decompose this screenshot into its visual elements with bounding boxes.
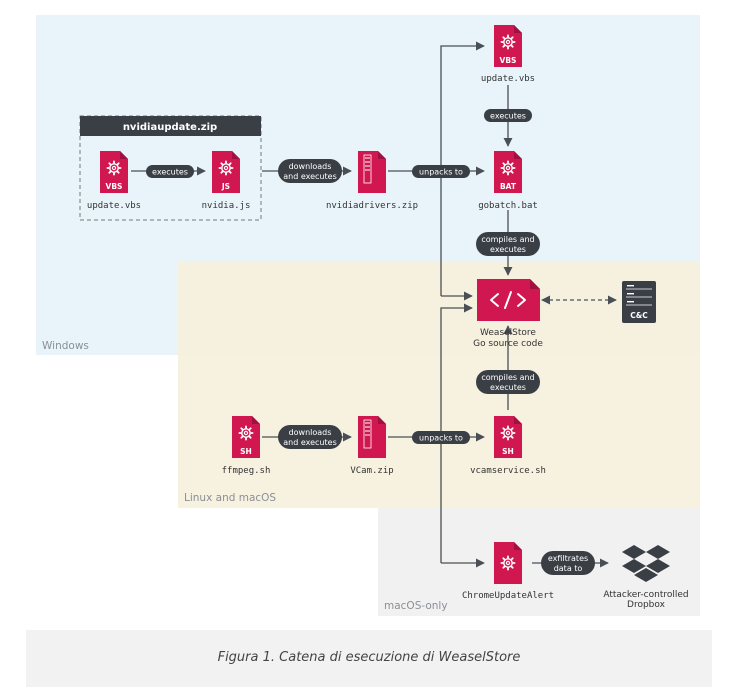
pill-downloads-win: downloads and executes bbox=[278, 159, 342, 183]
label-weaselstore-1: WeaselStore bbox=[480, 328, 536, 338]
pill-downloads-lin: downloads and executes bbox=[278, 425, 342, 449]
cc-server: C&C bbox=[622, 281, 656, 323]
svg-text:downloads: downloads bbox=[289, 162, 332, 171]
label-update-vbs-top: update.vbs bbox=[481, 74, 535, 84]
pill-compiles-win: compiles and executes bbox=[476, 232, 540, 256]
file-chromeupdatealert bbox=[494, 542, 522, 584]
svg-text:exfiltrates: exfiltrates bbox=[548, 554, 588, 563]
file-update-vbs-top: VBS bbox=[494, 25, 522, 67]
file-gobatch-bat: BAT bbox=[494, 151, 522, 193]
svg-text:data to: data to bbox=[554, 564, 583, 573]
pill-unpacks-win: unpacks to bbox=[412, 165, 470, 178]
file-vcam-zip bbox=[358, 416, 386, 458]
server-icon bbox=[626, 288, 652, 306]
svg-text:C&C: C&C bbox=[630, 311, 648, 320]
svg-text:VBS: VBS bbox=[106, 182, 123, 191]
svg-text:executes: executes bbox=[490, 383, 526, 392]
file-nvidia-js: JS bbox=[212, 151, 240, 193]
pill-executes-top: executes bbox=[484, 109, 532, 122]
dropbox-icon bbox=[622, 545, 670, 582]
caption-box: Figura 1. Catena di esecuzione di Weasel… bbox=[26, 630, 712, 687]
file-vcamservice-sh: SH bbox=[494, 416, 522, 458]
file-ffmpeg-sh: SH bbox=[232, 416, 260, 458]
arrow-linux-trunk bbox=[440, 303, 473, 563]
svg-text:JS: JS bbox=[221, 182, 230, 191]
label-nvidia-js: nvidia.js bbox=[202, 201, 251, 211]
svg-text:SH: SH bbox=[240, 447, 252, 456]
svg-text:and executes: and executes bbox=[283, 438, 336, 447]
region-linux-macos-label: Linux and macOS bbox=[184, 492, 277, 504]
file-update-vbs-left: VBS bbox=[100, 151, 128, 193]
label-nvidiadrivers-zip: nvidiadrivers.zip bbox=[326, 201, 418, 211]
code-icon bbox=[490, 291, 526, 309]
arrow-trunk-to-update-vbs bbox=[440, 41, 485, 296]
pill-unpacks-lin: unpacks to bbox=[412, 431, 470, 444]
svg-text:compiles and: compiles and bbox=[481, 235, 534, 244]
label-vcam-zip: VCam.zip bbox=[350, 466, 393, 476]
label-vcamservice-sh: vcamservice.sh bbox=[470, 466, 546, 476]
svg-text:SH: SH bbox=[502, 447, 514, 456]
svg-text:VBS: VBS bbox=[500, 56, 517, 65]
group-title: nvidiaupdate.zip bbox=[123, 122, 217, 133]
svg-text:unpacks to: unpacks to bbox=[419, 434, 463, 443]
region-macos-only bbox=[378, 508, 700, 616]
svg-text:executes: executes bbox=[490, 112, 526, 121]
pill-exfiltrates: exfiltrates data to bbox=[541, 551, 595, 575]
file-nvidiadrivers-zip bbox=[358, 151, 386, 193]
label-update-vbs-left: update.vbs bbox=[87, 201, 141, 211]
svg-text:executes: executes bbox=[152, 168, 188, 177]
svg-text:BAT: BAT bbox=[500, 182, 517, 191]
figure-caption: Figura 1. Catena di esecuzione di Weasel… bbox=[217, 650, 521, 665]
svg-text:compiles and: compiles and bbox=[481, 373, 534, 382]
label-dropbox-2: Dropbox bbox=[627, 600, 666, 610]
label-gobatch-bat: gobatch.bat bbox=[478, 201, 538, 211]
label-ffmpeg-sh: ffmpeg.sh bbox=[222, 466, 271, 476]
svg-text:unpacks to: unpacks to bbox=[419, 168, 463, 177]
label-chromeupdatealert: ChromeUpdateAlert bbox=[462, 591, 554, 601]
file-weaselstore bbox=[477, 279, 540, 321]
pill-executes-left: executes bbox=[146, 165, 194, 178]
svg-text:downloads: downloads bbox=[289, 428, 332, 437]
label-dropbox-1: Attacker-controlled bbox=[603, 590, 688, 600]
svg-text:and executes: and executes bbox=[283, 172, 336, 181]
label-weaselstore-2: Go source code bbox=[473, 339, 543, 349]
svg-text:executes: executes bbox=[490, 245, 526, 254]
pill-compiles-lin: compiles and executes bbox=[476, 370, 540, 394]
nvidiaupdate-zip-group: nvidiaupdate.zip bbox=[79, 115, 262, 221]
region-windows-label: Windows bbox=[42, 340, 89, 352]
region-macos-only-label: macOS-only bbox=[384, 600, 448, 612]
